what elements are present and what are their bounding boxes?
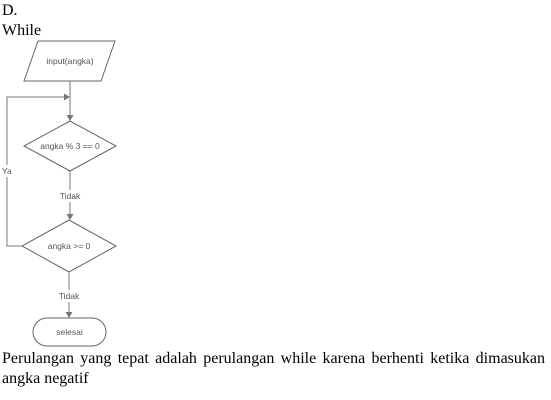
decision2-label: angka >= 0 xyxy=(48,241,91,251)
arrowhead-loop-back xyxy=(64,93,70,101)
input-parallelogram xyxy=(23,40,116,82)
edge-loop-back-ya xyxy=(6,96,65,247)
decision1-label: angka % 3 == 0 xyxy=(40,141,100,151)
end-node-label: selesai xyxy=(56,327,83,337)
end-node: selesai xyxy=(32,317,107,347)
input-node-label: input(angka) xyxy=(46,56,93,66)
decision2-node: angka >= 0 xyxy=(20,219,118,273)
decision1-node: angka % 3 == 0 xyxy=(22,120,118,172)
option-label: D. xyxy=(2,2,18,19)
edge-label-ya: Ya xyxy=(2,166,12,176)
loop-type-title: While xyxy=(2,22,42,39)
conclusion-text: Perulangan yang tepat adalah perulangan … xyxy=(2,350,545,387)
edge-label-bg-2 xyxy=(55,290,83,302)
arrowhead-decision2 xyxy=(66,214,74,220)
edge-label-bg-1 xyxy=(56,190,84,202)
arrowhead-end xyxy=(65,312,73,318)
arrowhead-decision1 xyxy=(66,115,74,121)
edge-label-bg-ya xyxy=(1,165,15,177)
edge-label-tidak-1: Tidak xyxy=(60,191,81,201)
end-terminator xyxy=(32,317,107,347)
input-node: input(angka) xyxy=(23,40,116,82)
edge-label-tidak-2: Tidak xyxy=(59,291,80,301)
